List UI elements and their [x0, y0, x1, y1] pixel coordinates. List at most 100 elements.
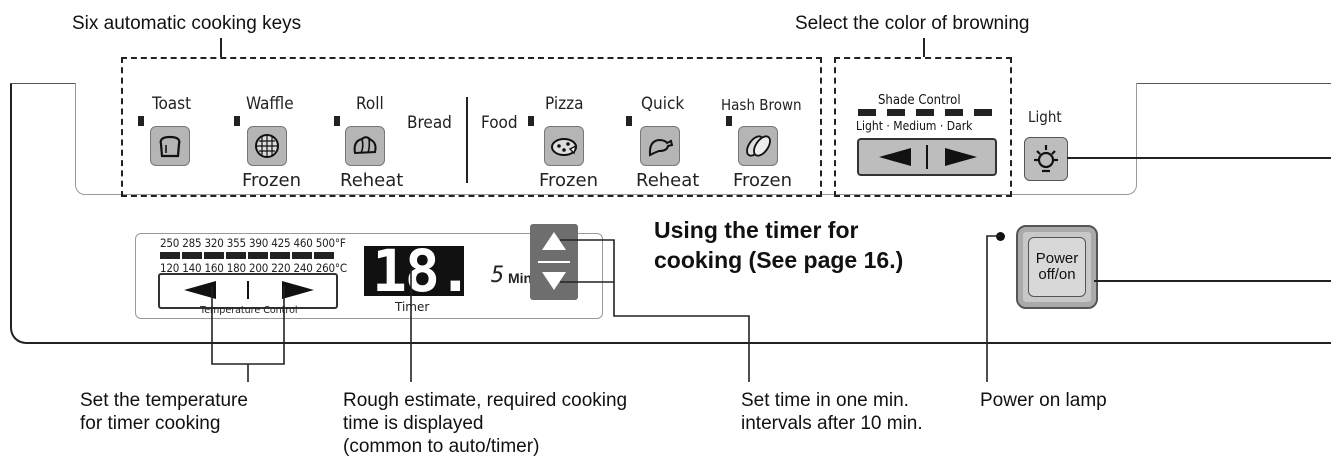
shade-led: [887, 109, 905, 116]
indicator-lamp-toast: [138, 116, 144, 126]
power-button[interactable]: Power off/on: [1016, 225, 1098, 309]
shade-medium-label: Medium: [893, 119, 937, 133]
temperature-down-button[interactable]: [184, 281, 218, 299]
callout-auto-keys: Six automatic cooking keys: [72, 13, 302, 34]
shade-darker-button[interactable]: [943, 148, 977, 166]
key-sublabel-hash-brown: Frozen: [733, 170, 792, 191]
shade-dot: ·: [886, 119, 890, 133]
light-button-label: Light: [1028, 108, 1062, 126]
temp-c-value: 160: [204, 261, 224, 275]
temperature-control-pad: [158, 273, 338, 309]
timer-note-line1: Using the timer for: [654, 217, 859, 243]
key-label-pizza: Pizza: [545, 94, 584, 114]
timer-note-line2: cooking (See page 16.): [654, 247, 904, 273]
timer-divider: [538, 261, 570, 263]
temp-c-value: 260: [315, 261, 335, 275]
group-label-food: Food: [481, 113, 518, 133]
celsius-scale: 120 140 160 180 200 220 240 260°C: [160, 261, 347, 275]
temp-c-value: 240: [293, 261, 313, 275]
celsius-unit: °C: [334, 261, 347, 275]
indicator-lamp-quick: [626, 116, 632, 126]
key-label-toast: Toast: [152, 94, 192, 114]
shade-scale: Light · Medium · Dark: [856, 119, 972, 133]
bread-slice-icon: [159, 135, 181, 158]
leader-power: [1094, 280, 1331, 282]
temp-c-value: 220: [271, 261, 291, 275]
timer-digits: 18.: [372, 237, 473, 305]
shade-dark-label: Dark: [946, 119, 973, 133]
temp-f-value: 500: [315, 236, 335, 250]
indicator-lamp-pizza: [528, 116, 534, 126]
callout-temperature-line2: for timer cooking: [80, 413, 221, 434]
power-button-face: Power off/on: [1028, 237, 1086, 297]
shade-led: [945, 109, 963, 116]
shade-led: [974, 109, 992, 116]
callout-browning: Select the color of browning: [795, 13, 1030, 34]
shade-group-box: [834, 57, 1012, 197]
callout-temperature-line1: Set the temperature: [80, 390, 248, 411]
key-label-quick: Quick: [641, 94, 685, 114]
callout-set-time-line2: intervals after 10 min.: [741, 413, 923, 434]
temp-c-value: 120: [160, 261, 180, 275]
light-button[interactable]: [1024, 137, 1068, 181]
appliance-panel: [10, 83, 1331, 344]
fahrenheit-scale: 250 285 320 355 390 425 460 500°F: [160, 236, 346, 250]
temp-f-value: 250: [160, 236, 180, 250]
toast-button[interactable]: [150, 126, 190, 166]
power-lamp: [996, 232, 1005, 241]
group-divider: [466, 97, 468, 183]
waffle-button[interactable]: [247, 126, 287, 166]
timer-small-digit: 5: [491, 263, 505, 288]
timer-display: 18.: [364, 242, 473, 300]
pizza-button[interactable]: [544, 126, 584, 166]
shade-led: [916, 109, 934, 116]
temp-f-value: 390: [249, 236, 269, 250]
temp-led: [204, 252, 224, 259]
key-sublabel-pizza: Frozen: [539, 170, 598, 191]
indicator-lamp-hash-brown: [726, 116, 732, 126]
temp-led: [292, 252, 312, 259]
croissant-icon: [353, 136, 377, 155]
temp-led: [182, 252, 202, 259]
key-label-hash-brown: Hash Brown: [721, 96, 802, 114]
shade-lighter-button[interactable]: [879, 148, 913, 166]
timer-up-button[interactable]: [542, 232, 566, 250]
quick-button[interactable]: [640, 126, 680, 166]
callout-set-time-line1: Set time in one min.: [741, 390, 909, 411]
pizza-icon: [551, 138, 578, 156]
hash-brown-button[interactable]: [738, 126, 778, 166]
leader-browning: [923, 38, 925, 57]
temperature-up-button[interactable]: [280, 281, 314, 299]
timer-down-button[interactable]: [542, 272, 566, 290]
temp-f-value: 460: [293, 236, 313, 250]
hash-brown-icon: [746, 135, 771, 157]
roll-button[interactable]: [345, 126, 385, 166]
shade-dot: ·: [939, 119, 944, 133]
key-sublabel-waffle: Frozen: [242, 170, 301, 191]
temp-led: [248, 252, 268, 259]
shade-light-label: Light: [856, 119, 883, 133]
lamp-icon: [1034, 145, 1058, 173]
chicken-leg-icon: [648, 138, 674, 157]
key-sublabel-roll: Reheat: [340, 170, 404, 191]
power-label-line2: off/on: [1038, 266, 1076, 283]
leader-auto-keys: [220, 38, 222, 57]
shade-control-title: Shade Control: [878, 93, 961, 108]
temp-led: [314, 252, 334, 259]
temp-f-value: 425: [271, 236, 291, 250]
shade-led: [858, 109, 876, 116]
temperature-led-bar: [160, 252, 334, 259]
callout-estimate-line2: time is displayed: [343, 413, 484, 434]
shade-control-pad: [857, 138, 997, 176]
callout-estimate-line1: Rough estimate, required cooking: [343, 390, 628, 411]
temp-f-value: 355: [226, 236, 246, 250]
callout-estimate: Rough estimate, required cooking time is…: [343, 389, 627, 458]
temp-led: [160, 252, 180, 259]
timer-min-unit: Min.: [508, 270, 536, 286]
indicator-lamp-waffle: [234, 116, 240, 126]
timer-note: Using the timer for cooking (See page 16…: [654, 215, 903, 275]
callout-estimate-line3: (common to auto/timer): [343, 436, 540, 457]
leader-light: [1067, 157, 1331, 159]
timer-label: Timer: [395, 300, 430, 314]
